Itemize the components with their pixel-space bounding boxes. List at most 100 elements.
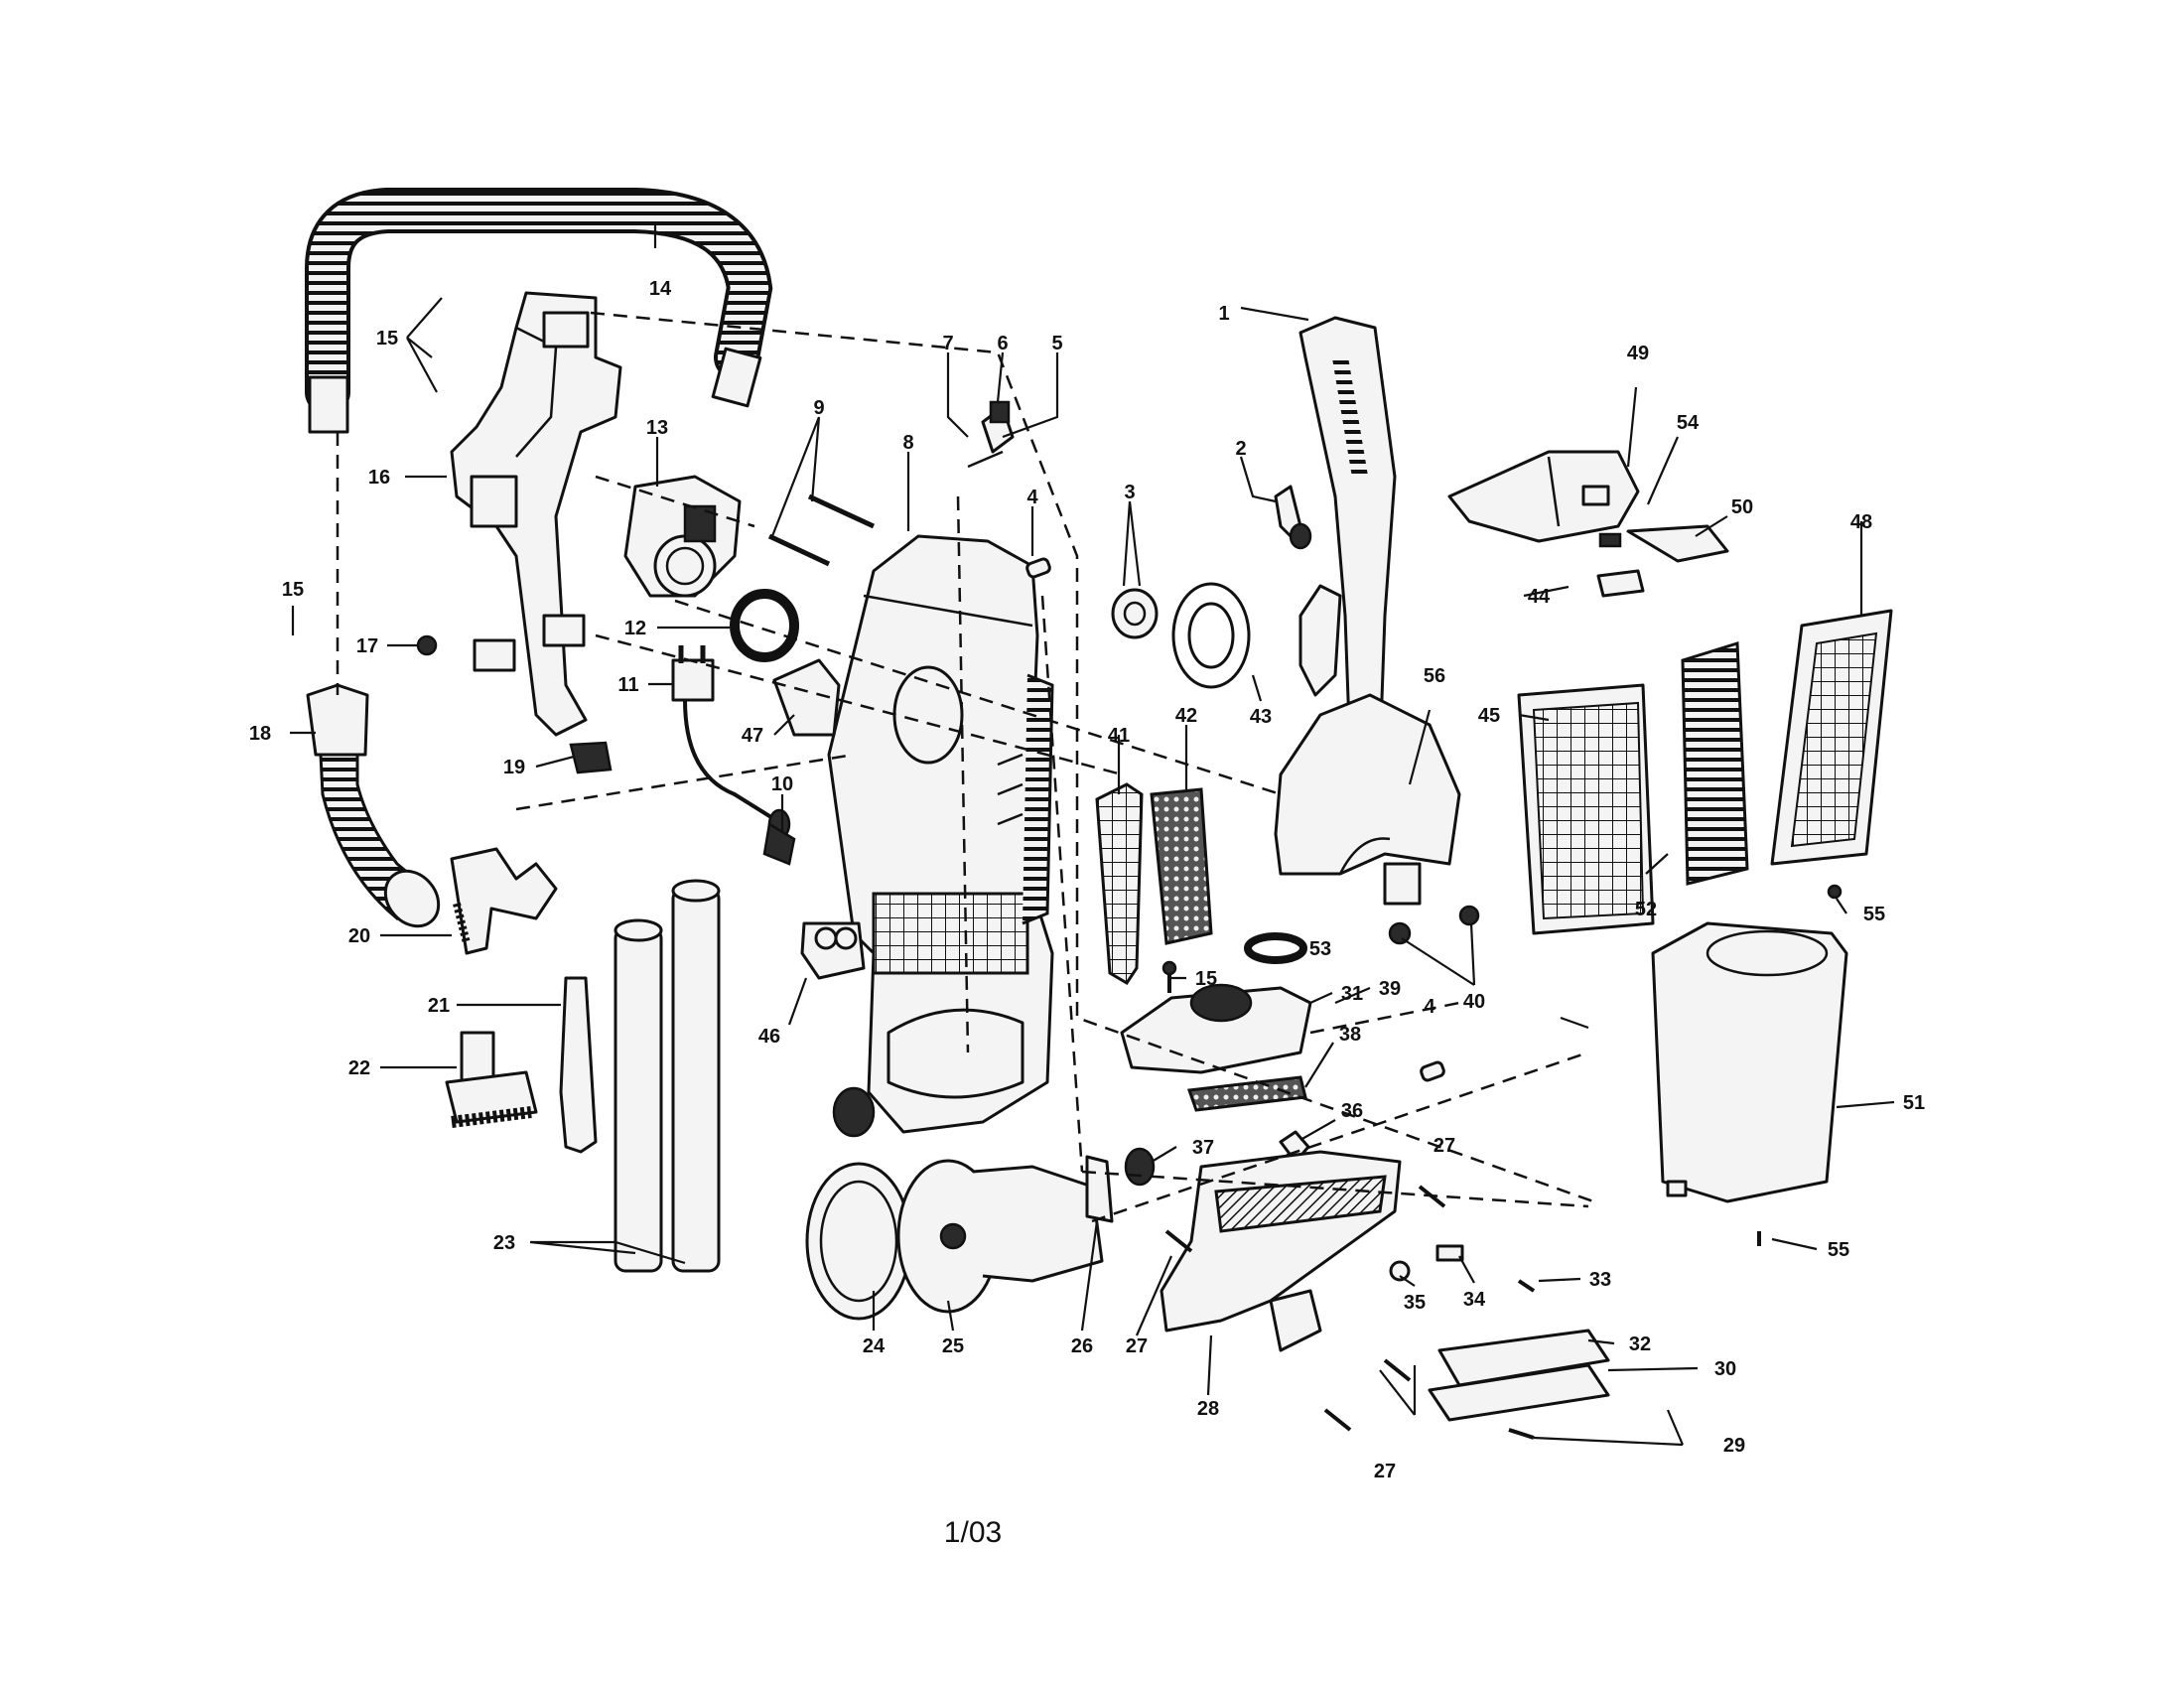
dirt-cup-51 <box>1651 921 1848 1203</box>
latch-2 <box>1274 485 1312 550</box>
screw-15 <box>1161 960 1177 993</box>
dirt-cup-lid-49 <box>1447 450 1640 543</box>
caster-4 <box>1025 557 1445 1082</box>
callout-25: 25 <box>942 1335 964 1357</box>
callout-36: 36 <box>1341 1100 1363 1122</box>
callout-27-right: 27 <box>1433 1135 1455 1157</box>
callout-18: 18 <box>249 723 271 745</box>
callout-44: 44 <box>1528 586 1551 608</box>
callout-9: 9 <box>813 397 824 419</box>
tube-holder-26 <box>1085 1155 1114 1223</box>
callout-34: 34 <box>1463 1289 1486 1311</box>
callout-45: 45 <box>1478 705 1500 727</box>
callout-50: 50 <box>1731 496 1753 518</box>
callout-19: 19 <box>503 757 525 778</box>
callout-49: 49 <box>1627 343 1649 364</box>
callout-55-lower: 55 <box>1828 1239 1849 1261</box>
cord-hook-47 <box>772 658 841 737</box>
callout-20: 20 <box>348 925 370 947</box>
callout-17: 17 <box>356 635 378 657</box>
dust-brush-22 <box>445 1031 538 1128</box>
callout-1: 1 <box>1218 303 1229 325</box>
callout-47: 47 <box>742 725 763 747</box>
suction-nozzle-19 <box>569 741 613 774</box>
callout-16: 16 <box>368 467 390 489</box>
filter-45 <box>1517 683 1655 935</box>
callout-37: 37 <box>1192 1137 1214 1159</box>
callout-42: 42 <box>1175 705 1197 727</box>
callout-32: 32 <box>1629 1333 1651 1355</box>
callout-4-upper: 4 <box>1026 487 1038 508</box>
callout-24: 24 <box>863 1335 886 1357</box>
callout-48: 48 <box>1850 511 1872 533</box>
callout-40: 40 <box>1463 991 1485 1013</box>
callout-30: 30 <box>1714 1358 1736 1380</box>
callout-8: 8 <box>902 432 913 454</box>
callout-6: 6 <box>997 333 1008 354</box>
latch-50-54-44 <box>1596 524 1729 598</box>
callout-31: 31 <box>1341 983 1363 1005</box>
bumper-30-32 <box>1428 1329 1610 1422</box>
swivel-connector-13 <box>623 475 742 598</box>
callout-5: 5 <box>1051 333 1062 354</box>
callout-12: 12 <box>624 618 646 639</box>
callout-39: 39 <box>1379 978 1401 1000</box>
callout-51: 51 <box>1903 1092 1925 1114</box>
screws-55 <box>1757 884 1843 1246</box>
callout-labels: 1 2 3 4 4 5 6 7 8 9 10 11 12 13 14 15 15… <box>249 278 1925 1482</box>
leader-lines <box>290 223 1895 1447</box>
seal-53 <box>1244 932 1307 964</box>
callout-7: 7 <box>942 333 953 354</box>
crevice-tool-21 <box>559 976 598 1154</box>
callout-33: 33 <box>1589 1269 1611 1291</box>
hose-cuff-18 <box>306 683 441 928</box>
callout-15-upper-left: 15 <box>376 328 398 350</box>
callout-43: 43 <box>1250 706 1272 728</box>
callout-55-upper: 55 <box>1863 904 1885 925</box>
callout-11: 11 <box>617 674 638 696</box>
main-body-housing-8 <box>827 534 1054 1138</box>
gasket-43 <box>1171 582 1251 689</box>
pivot-bracket-10 <box>762 821 796 866</box>
callout-2: 2 <box>1235 438 1246 460</box>
callout-26: 26 <box>1071 1335 1093 1357</box>
filter-52 <box>1681 640 1749 886</box>
callout-38: 38 <box>1339 1024 1361 1046</box>
screw-9 <box>767 493 876 567</box>
knob-3 <box>1111 588 1159 639</box>
callout-21: 21 <box>428 995 450 1017</box>
seal-ring-12 <box>730 589 799 662</box>
nozzle-base-28 <box>1160 1150 1402 1352</box>
clip-17 <box>416 634 438 656</box>
handle-base-56 <box>1274 693 1461 906</box>
wheel-24 <box>805 1162 912 1321</box>
power-cord-11 <box>671 645 791 840</box>
callout-52: 52 <box>1635 899 1657 920</box>
callout-41: 41 <box>1108 725 1130 747</box>
handle-1 <box>1298 316 1397 757</box>
assembly-lines <box>336 311 1594 1223</box>
callout-54: 54 <box>1677 412 1700 434</box>
callout-53: 53 <box>1309 938 1331 960</box>
switch-assembly-5-6-7 <box>967 400 1015 469</box>
accessory-holder-46 <box>800 921 866 980</box>
callout-27-bottom: 27 <box>1374 1461 1396 1482</box>
callout-27-left: 27 <box>1126 1335 1148 1357</box>
hose-14 <box>305 188 773 434</box>
callout-14: 14 <box>649 278 672 300</box>
wands-23 <box>614 879 721 1273</box>
motor-25 <box>896 1159 1104 1314</box>
callout-15-center: 15 <box>1195 968 1217 990</box>
callout-13: 13 <box>646 417 668 439</box>
revision-date: 1/03 <box>944 1516 1002 1549</box>
callout-22: 22 <box>348 1057 370 1079</box>
filter-frame-48 <box>1770 609 1893 866</box>
callout-35: 35 <box>1404 1292 1426 1314</box>
callout-15-left: 15 <box>282 579 304 601</box>
foam-filter-42 <box>1150 787 1213 945</box>
callout-56: 56 <box>1424 665 1445 687</box>
brush-38 <box>1186 1075 1307 1112</box>
filter-41 <box>1095 782 1144 986</box>
callout-29: 29 <box>1723 1435 1745 1457</box>
